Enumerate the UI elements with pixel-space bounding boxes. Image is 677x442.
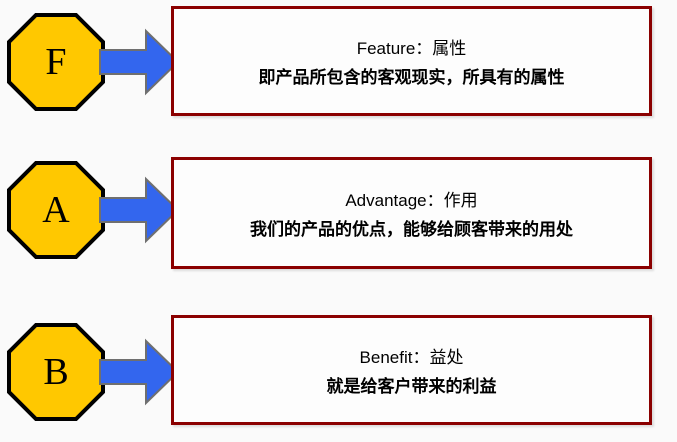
badge-letter-benefit: B — [43, 351, 69, 393]
feature-description: 即产品所包含的客观现实，所具有的属性 — [258, 68, 565, 87]
text-box-benefit: Benefit：益处 就是给客户带来的利益 — [171, 315, 652, 425]
octagon-badge-feature[interactable]: F — [6, 12, 106, 112]
octagon-badge-benefit[interactable]: B — [6, 322, 106, 422]
diagram-row-feature: F Feature：属性 即产品所包含的客观现实，所具有的属性 — [0, 0, 677, 150]
arrow-right-icon-feature — [98, 26, 180, 98]
arrow-right-icon-advantage — [98, 174, 180, 246]
advantage-title: Advantage：作用 — [345, 191, 478, 210]
octagon-shape-icon — [7, 161, 105, 259]
arrow-right-icon — [99, 176, 180, 244]
arrow-right-icon — [99, 338, 180, 406]
benefit-description: 就是给客户带来的利益 — [326, 377, 497, 396]
octagon-shape-icon — [7, 13, 105, 111]
arrow-right-icon-benefit — [98, 336, 180, 408]
feature-title: Feature：属性 — [356, 39, 467, 58]
diagram-row-benefit: B Benefit：益处 就是给客户带来的利益 — [0, 310, 677, 442]
text-box-feature: Feature：属性 即产品所包含的客观现实，所具有的属性 — [171, 6, 652, 116]
arrow-right-icon — [99, 28, 180, 96]
advantage-description: 我们的产品的优点，能够给顾客带来的用处 — [250, 220, 573, 239]
octagon-badge-advantage[interactable]: A — [6, 160, 106, 260]
badge-letter-advantage: A — [42, 189, 70, 231]
benefit-title: Benefit：益处 — [359, 348, 464, 367]
diagram-row-advantage: A Advantage：作用 我们的产品的优点，能够给顾客带来的用处 — [0, 150, 677, 310]
text-box-advantage: Advantage：作用 我们的产品的优点，能够给顾客带来的用处 — [171, 157, 652, 269]
badge-letter-feature: F — [45, 41, 67, 83]
octagon-shape-icon — [7, 323, 105, 421]
